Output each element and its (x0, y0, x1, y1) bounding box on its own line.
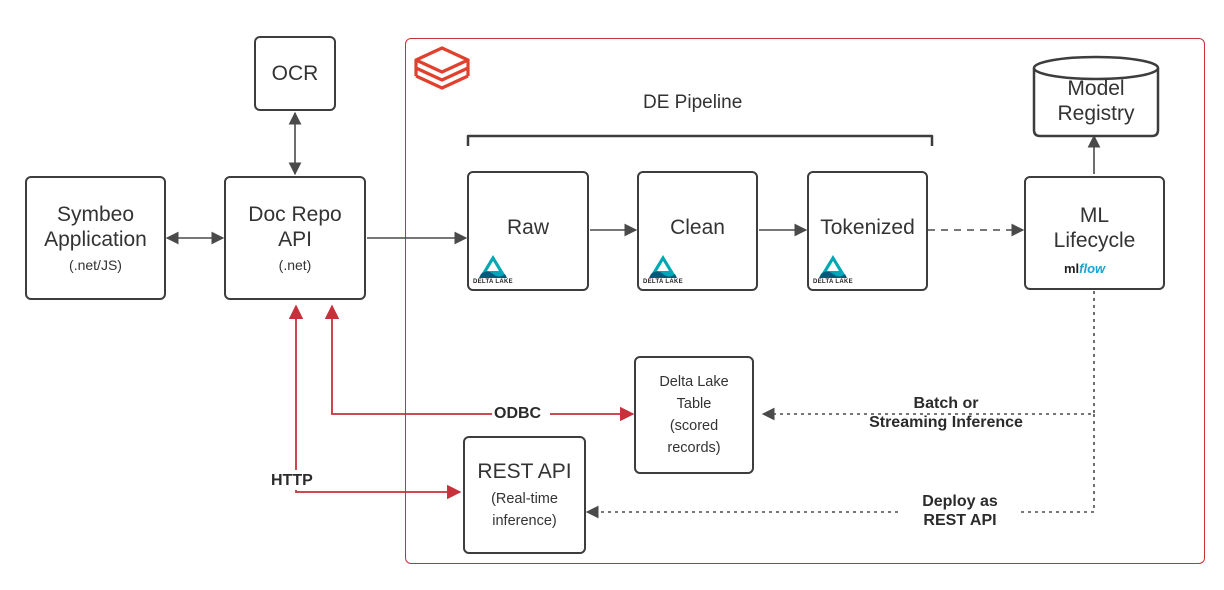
clean-label: Clean (670, 215, 725, 239)
rest-line-2: inference) (492, 512, 557, 529)
symbeo-title-2: Application (44, 228, 147, 251)
delta-lake-text: DELTA LAKE (643, 279, 683, 285)
ocr-node: OCR (254, 36, 336, 111)
tokenized-label: Tokenized (820, 215, 915, 239)
batch-line-1: Batch or (913, 395, 979, 412)
databricks-logo-icon (414, 46, 470, 90)
mlflow-logo-flow: flow (1079, 261, 1106, 276)
delta-lake-text: DELTA LAKE (473, 279, 513, 285)
pipeline-bracket (466, 134, 934, 146)
delta-table-line-2: Table (676, 396, 712, 412)
symbeo-title-1: Symbeo (56, 203, 135, 226)
docrepo-title-1: Doc Repo (248, 203, 342, 226)
delta-table-line-1: Delta Lake (659, 374, 729, 390)
ml-title-2: Lifecycle (1053, 229, 1136, 252)
docrepo-subtitle: (.net) (278, 257, 312, 273)
http-label: HTTP (271, 472, 313, 489)
delta-lake-text: DELTA LAKE (813, 279, 853, 285)
pipeline-title: DE Pipeline (643, 92, 743, 113)
edge-ml-delta-table (761, 291, 1095, 421)
delta-lake-table-node: Delta Lake Table (scored records) (634, 356, 754, 474)
rest-title: REST API (477, 459, 572, 483)
ml-lifecycle-node: ML Lifecycle (1024, 176, 1165, 290)
batch-inference-label: Batch or Streaming Inference (856, 394, 1036, 432)
deploy-line-2: REST API (923, 512, 997, 529)
model-registry-cylinder (1032, 55, 1160, 138)
ml-title-1: ML (1079, 204, 1110, 227)
edge-ml-rest (585, 414, 1095, 519)
raw-label: Raw (506, 215, 549, 239)
registry-title-1: Model (1067, 77, 1125, 100)
deploy-rest-label: Deploy as REST API (900, 492, 1020, 530)
rest-api-node: REST API (Real-time inference) (463, 436, 586, 554)
model-registry-label: Model Registry (1032, 76, 1160, 126)
symbeo-app-node: Symbeo Application (.net/JS) (25, 176, 166, 300)
delta-lake-logo-icon (478, 255, 507, 278)
mlflow-logo-icon: mlflow (1064, 261, 1105, 276)
deploy-line-1: Deploy as (922, 493, 998, 510)
databricks-region (405, 38, 1205, 564)
delta-lake-logo-icon (648, 255, 677, 278)
delta-lake-logo-clean: DELTA LAKE (643, 254, 683, 285)
delta-lake-logo-tokenized: DELTA LAKE (813, 254, 853, 285)
registry-title-2: Registry (1057, 102, 1135, 125)
doc-repo-api-node: Doc Repo API (.net) (224, 176, 366, 300)
edge-http (288, 304, 462, 500)
symbeo-subtitle: (.net/JS) (69, 257, 122, 273)
batch-line-2: Streaming Inference (869, 414, 1023, 431)
odbc-label: ODBC (494, 405, 542, 422)
rest-line-1: (Real-time (491, 490, 558, 507)
mlflow-logo-ml: ml (1064, 261, 1080, 276)
docrepo-title-2: API (278, 228, 312, 251)
ocr-label: OCR (271, 62, 319, 85)
delta-table-line-4: records) (667, 440, 721, 456)
delta-table-line-3: (scored (669, 418, 719, 434)
delta-lake-logo-raw: DELTA LAKE (473, 254, 513, 285)
delta-lake-logo-icon (818, 255, 847, 278)
edge-odbc (324, 304, 635, 422)
